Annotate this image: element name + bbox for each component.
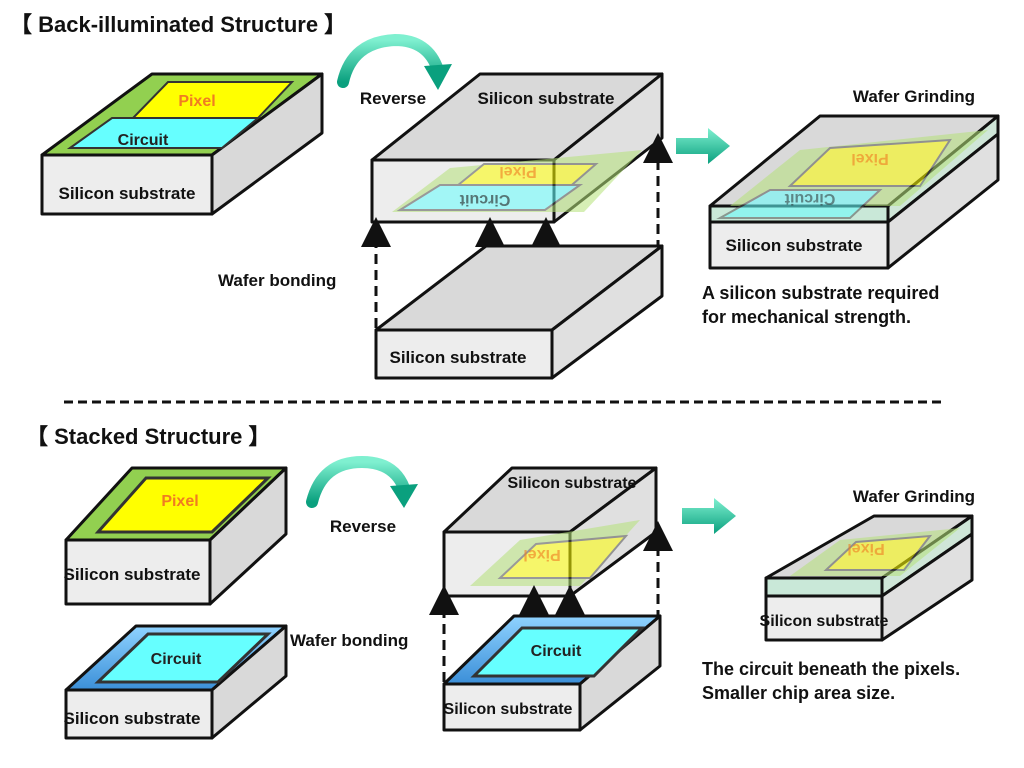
circuit-label: Circuit xyxy=(118,132,169,149)
wafer-grinding-label: Wafer Grinding xyxy=(853,487,975,506)
chip-side-face xyxy=(210,72,324,216)
circuit-label: Circuit xyxy=(151,651,202,668)
ground-chip: Pixel Circuit Silicon substrate xyxy=(708,114,1000,270)
stacked-substrate-label: Silicon substrate xyxy=(760,613,889,630)
note-line-2: Smaller chip area size. xyxy=(702,683,895,703)
flipped-substrate-label: Silicon substrate xyxy=(478,89,615,108)
reverse-arrow-icon xyxy=(337,33,452,90)
section-title-stacked: 【 Stacked Structure 】 xyxy=(26,424,271,449)
pixel-chip-substrate-label: Silicon substrate xyxy=(64,565,201,584)
support-substrate: Silicon substrate xyxy=(374,244,664,380)
circuit-chip-substrate-label: Silicon substrate xyxy=(64,709,201,728)
note-line-1: A silicon substrate required xyxy=(702,283,939,303)
circuit-chip: Circuit Silicon substrate xyxy=(64,624,288,740)
substrate-label: Silicon substrate xyxy=(59,184,196,203)
flipped-pixel-label: Pixel xyxy=(499,163,536,180)
circuit-area xyxy=(66,117,261,149)
flipped-chip-substrate-label: Silicon substrate xyxy=(508,475,637,492)
stacked-chip: Pixel Silicon substrate xyxy=(760,514,974,642)
pixel-label: Pixel xyxy=(161,493,198,510)
note-line-2: for mechanical strength. xyxy=(702,307,911,327)
ground-substrate-label: Silicon substrate xyxy=(726,236,863,255)
flipped-chip: Pixel Circuit Silicon substrate xyxy=(370,72,664,224)
reverse-label: Reverse xyxy=(330,517,396,536)
flipped-pixel-chip: Pixel Silicon substrate xyxy=(442,466,658,598)
wafer-bonding-label: Wafer bonding xyxy=(290,631,408,650)
wafer-bonding-label: Wafer bonding xyxy=(218,271,336,290)
reverse-label: Reverse xyxy=(360,89,426,108)
process-arrow-icon xyxy=(676,128,730,164)
process-arrow-icon xyxy=(682,498,736,534)
bonded-circuit-substrate-label: Silicon substrate xyxy=(444,701,573,718)
reverse-arrow-icon xyxy=(306,455,418,508)
note-line-1: The circuit beneath the pixels. xyxy=(702,659,960,679)
wafer-grinding-label: Wafer Grinding xyxy=(853,87,975,106)
pixel-chip: Pixel Silicon substrate xyxy=(64,466,288,606)
pixel-label: Pixel xyxy=(178,93,215,110)
ground-circuit-label: Circuit xyxy=(784,190,835,207)
ground-pixel-label: Pixel xyxy=(851,150,888,167)
flipped-pixel-label: Pixel xyxy=(523,546,560,563)
stacked-pixel-label: Pixel xyxy=(847,540,884,557)
support-substrate-label: Silicon substrate xyxy=(390,348,527,367)
flipped-circuit-label: Circuit xyxy=(459,191,510,208)
section-title-back-illuminated: 【 Back-illuminated Structure 】 xyxy=(10,12,346,37)
bonded-circuit-label: Circuit xyxy=(531,643,582,660)
bonded-circuit-chip: Circuit Silicon substrate xyxy=(442,614,662,732)
front-side-chip: Pixel Circuit Silicon substrate xyxy=(40,72,324,216)
